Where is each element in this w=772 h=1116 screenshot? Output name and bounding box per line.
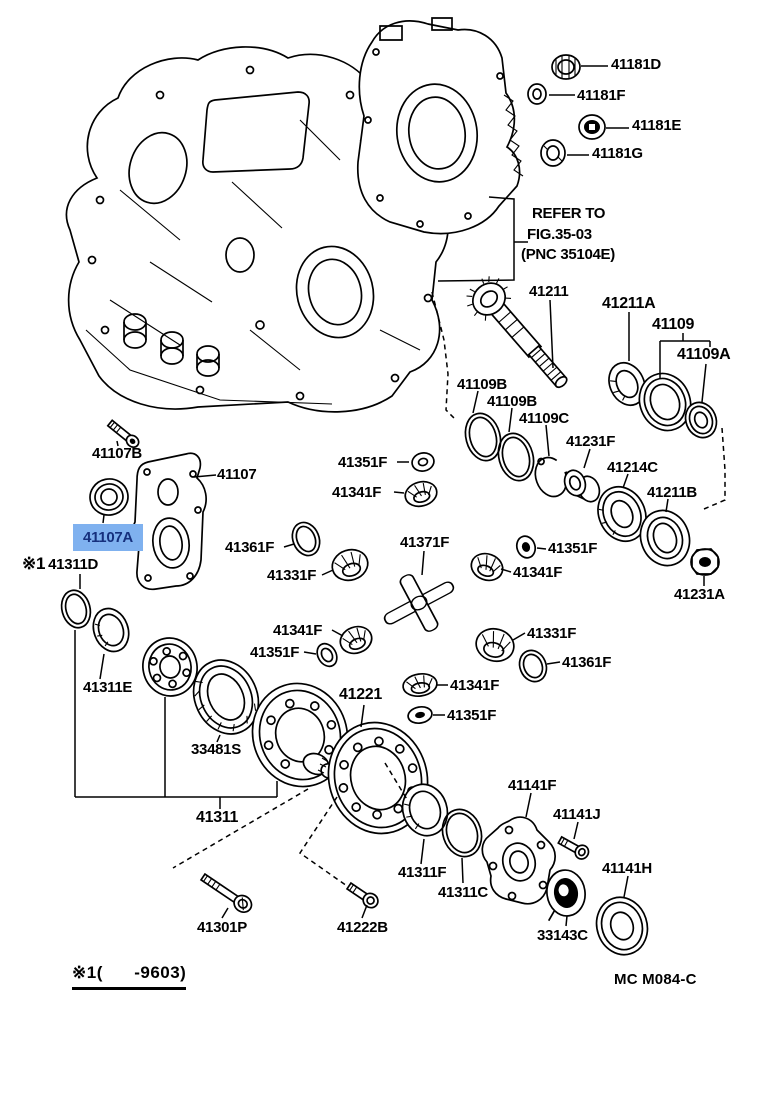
part-label-41231A: 41231A xyxy=(674,586,725,603)
cover-41107-drawing xyxy=(132,452,207,591)
side-gear-41341F-2-drawing xyxy=(470,552,504,582)
part-label-41141J: 41141J xyxy=(553,806,601,823)
pinion-shaft-41211-drawing xyxy=(466,276,568,389)
part-label-41311E: 41311E xyxy=(83,679,133,696)
part-label-41351F-2: 41351F xyxy=(548,540,598,557)
dashed-leader-lines xyxy=(172,291,726,887)
pinion-gear-41331F-2-drawing xyxy=(475,627,515,663)
pinion-gear-41331F-1-drawing xyxy=(331,548,369,582)
part-label-41141H: 41141H xyxy=(602,860,652,877)
part-label-41231F: 41231F xyxy=(566,433,616,450)
doc-code: MC M084-C xyxy=(614,971,697,988)
washer-41351F-3-drawing xyxy=(316,642,338,668)
o-ring-41311D-drawing xyxy=(60,589,92,629)
part-label-41331F-2: 41331F xyxy=(527,625,577,642)
part-label-41361F-2: 41361F xyxy=(562,654,612,671)
part-label-41181D: 41181D xyxy=(611,56,661,73)
part-label-41107A-highlighted[interactable]: 41107A xyxy=(73,524,143,551)
bearing-41311F-drawing xyxy=(401,783,449,837)
seal-41107A-drawing xyxy=(89,478,129,516)
refer-note-line1: REFER TO xyxy=(532,205,606,222)
seal-41141H-drawing xyxy=(595,896,649,956)
plug-41181E-drawing xyxy=(578,114,606,140)
clutch-housing-drawing xyxy=(356,17,524,235)
part-label-41351F-3: 41351F xyxy=(250,644,300,661)
side-gear-41341F-1-drawing xyxy=(404,480,438,508)
gasket-41181F-drawing xyxy=(527,83,547,105)
part-label-41181F: 41181F xyxy=(577,87,626,104)
part-label-41221: 41221 xyxy=(339,686,382,703)
part-label-41341F-2: 41341F xyxy=(513,564,563,581)
o-ring-41109B-2-drawing xyxy=(497,432,535,482)
o-ring-41361F-1-drawing xyxy=(291,521,321,557)
leader-lines xyxy=(74,65,711,927)
retainer-41141F-drawing xyxy=(481,816,556,905)
part-label-41109B-1: 41109B xyxy=(457,376,507,393)
part-label-41211: 41211 xyxy=(529,283,569,300)
gasket-41181G-drawing xyxy=(540,139,566,167)
part-label-41331F-1: 41331F xyxy=(267,567,317,584)
part-label-41222B: 41222B xyxy=(337,919,388,936)
part-label-33481S: 33481S xyxy=(191,741,241,758)
bearing-41211B-drawing xyxy=(639,509,691,567)
part-label-41341F-1: 41341F xyxy=(332,484,382,501)
part-label-41141F: 41141F xyxy=(508,777,557,794)
o-ring-41311C-drawing xyxy=(441,808,483,858)
speedo-drive-gear-33481S-drawing xyxy=(192,659,260,735)
bearing-41211-drawing xyxy=(608,361,646,407)
differential-case-41311-drawing xyxy=(251,682,349,788)
part-label-41109A: 41109A xyxy=(677,346,731,363)
collar-41231F-drawing xyxy=(563,469,601,503)
part-label-41214C: 41214C xyxy=(607,459,658,476)
part-label-41361F-1: 41361F xyxy=(225,539,275,556)
speedo-driven-gear-33143C-drawing xyxy=(546,869,586,922)
part-label-41341F-3: 41341F xyxy=(273,622,323,639)
part-label-41211A: 41211A xyxy=(602,295,656,312)
o-ring-41361F-2-drawing xyxy=(518,649,548,683)
race-41214C-drawing xyxy=(597,485,647,543)
bearing-41311E-drawing xyxy=(92,607,130,653)
diff-case-hub-drawing xyxy=(142,637,198,697)
o-ring-41109B-1-drawing xyxy=(464,412,502,462)
part-label-41109C: 41109C xyxy=(519,410,569,427)
side-gear-41341F-4-drawing xyxy=(402,673,438,697)
part-label-41107B: 41107B xyxy=(92,445,142,462)
part-label-41211B: 41211B xyxy=(647,484,697,501)
part-label-41311F: 41311F xyxy=(398,864,447,881)
washer-41351F-2-drawing xyxy=(515,535,537,559)
part-label-41311: 41311 xyxy=(196,809,239,826)
bolt-41141J-drawing xyxy=(557,835,590,860)
washer-41351F-1-drawing xyxy=(411,452,435,472)
part-label-41181E: 41181E xyxy=(632,117,682,134)
applicability-footnote: ※1( -9603) xyxy=(72,963,187,990)
side-gear-41341F-3-drawing xyxy=(339,625,373,655)
washer-41351F-4-drawing xyxy=(407,706,433,724)
part-label-41181G: 41181G xyxy=(592,145,643,162)
transaxle-case-drawing xyxy=(65,46,450,413)
part-label-41109: 41109 xyxy=(652,316,695,333)
part-label-41107: 41107 xyxy=(217,466,257,483)
bolt-41107B-drawing xyxy=(106,419,140,449)
reference-mark: ※1 xyxy=(22,554,46,573)
part-label-41351F-1: 41351F xyxy=(338,454,388,471)
seal-41109A-drawing xyxy=(684,401,718,439)
part-label-41371F: 41371F xyxy=(400,534,450,551)
part-label-41351F-4: 41351F xyxy=(447,707,497,724)
bolt-41222B-drawing xyxy=(345,881,379,909)
refer-note-line3: (PNC 35104E) xyxy=(521,246,615,263)
refer-note-line2: FIG.35-03 xyxy=(527,226,592,243)
part-label-41301P: 41301P xyxy=(197,919,247,936)
locknut-41231A-drawing xyxy=(690,548,720,576)
spider-41371F-drawing xyxy=(383,574,455,632)
bolt-41301P-drawing xyxy=(199,872,253,914)
part-label-33143C: 33143C xyxy=(537,927,588,944)
part-label-41109B-2: 41109B xyxy=(487,393,537,410)
part-label-41311C: 41311C xyxy=(438,884,488,901)
bearing-41109-drawing xyxy=(638,372,692,432)
part-label-41341F-4: 41341F xyxy=(450,677,500,694)
plug-41181D-drawing xyxy=(551,54,581,80)
